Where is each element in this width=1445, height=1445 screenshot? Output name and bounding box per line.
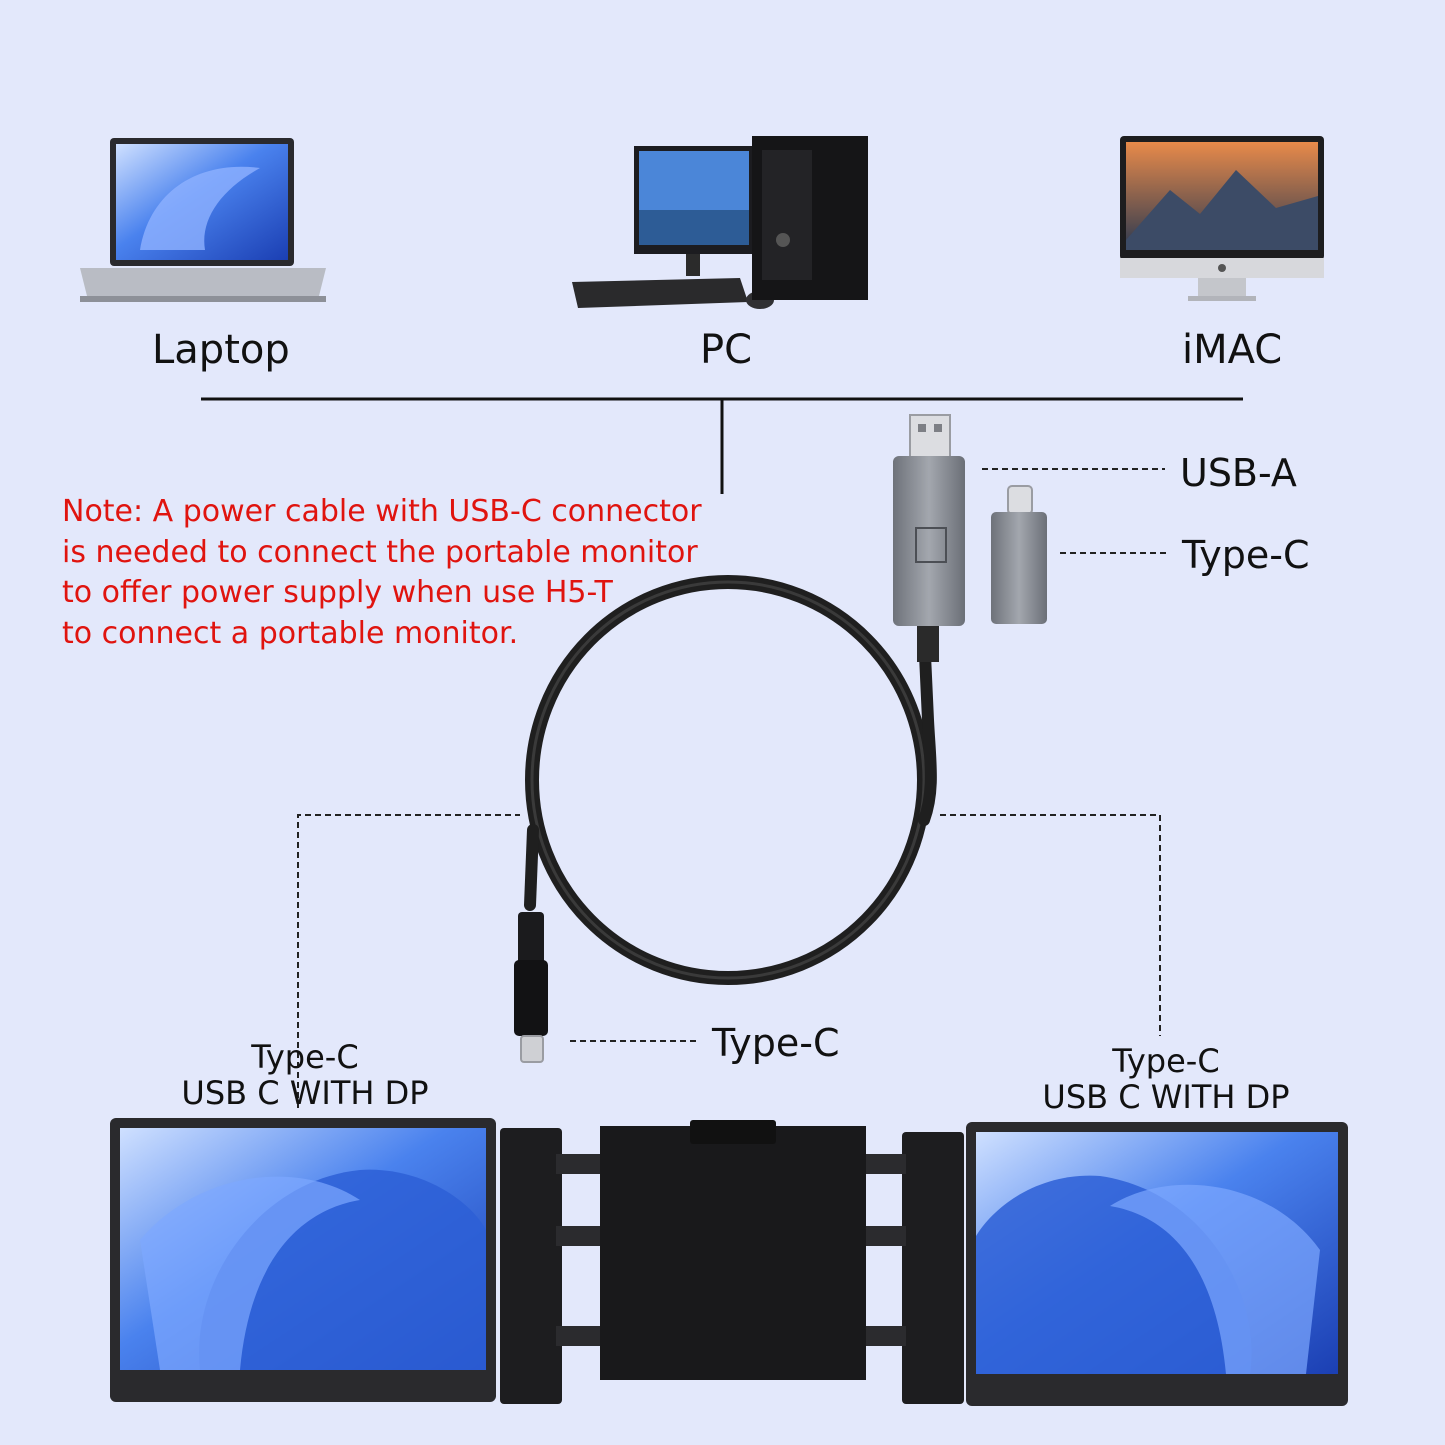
type-c-adapter-label: Type-C [1182,533,1310,577]
imac-icon [1120,136,1324,301]
left-monitor-leader [297,814,520,1108]
power-note: Note: A power cable with USB-C connector… [62,492,742,654]
type-c-adapter [991,485,1047,624]
note-line-3: to offer power supply when use H5-T [62,575,613,611]
laptop-label: Laptop [152,327,290,373]
right-monitor-label: Type-C USB C WITH DP [1010,1042,1322,1116]
laptop-icon [80,138,326,302]
desktop-pc-icon [572,136,868,309]
right-monitor-port: Type-C [1112,1042,1220,1080]
usb-a-connector [893,414,965,662]
left-monitor-spec: USB C WITH DP [181,1073,429,1112]
type-c-end-connector [514,912,548,1063]
type-c-end-label: Type-C [712,1021,840,1065]
note-line-1: Note: A power cable with USB-C connector [62,494,702,529]
right-monitor-leader [940,814,1161,1036]
note-line-2: is needed to connect the portable monito… [62,534,698,570]
left-monitor-port: Type-C [251,1038,359,1076]
right-monitor-spec: USB C WITH DP [1042,1077,1290,1116]
note-line-4: to connect a portable monitor. [62,615,519,651]
usb-a-label: USB-A [1180,451,1297,495]
pc-label: PC [700,327,753,373]
usb-cable [524,575,937,985]
monitor-assembly [110,1118,1348,1406]
left-monitor-label: Type-C USB C WITH DP [150,1038,460,1112]
imac-label: iMAC [1182,327,1283,373]
